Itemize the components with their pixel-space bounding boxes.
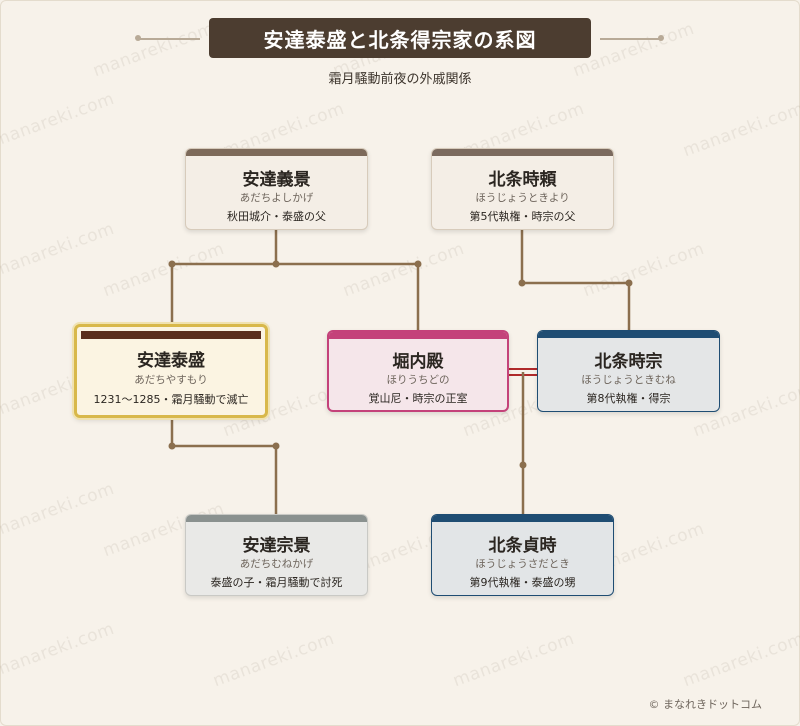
node-header-bar	[432, 149, 613, 156]
connector-dot	[625, 279, 633, 287]
node-hojo-tokiyori: 北条時頼 ほうじょうときより 第5代執権・時宗の父	[431, 148, 614, 230]
node-adachi-munekage: 安達宗景 あだちむねかげ 泰盛の子・霜月騒動で討死	[185, 514, 368, 596]
node-header-bar	[329, 332, 507, 339]
node-name: 北条貞時	[488, 536, 557, 556]
node-reading: ほりうちどの	[386, 374, 450, 386]
title-ornament-line	[140, 38, 200, 40]
title-ornament-dot	[658, 35, 664, 41]
node-adachi-yasumori: 安達泰盛 あだちやすもり 1231〜1285・霜月騒動で滅亡	[74, 324, 268, 418]
node-description: 第9代執権・泰盛の甥	[469, 576, 576, 589]
node-description: 泰盛の子・霜月騒動で討死	[210, 576, 343, 589]
copyright-footer: © まなれきドットコム	[648, 698, 763, 711]
node-description: 第8代執権・得宗	[586, 392, 671, 405]
node-hojo-tokimune: 北条時宗 ほうじょうときむね 第8代執権・得宗	[537, 330, 720, 412]
connector-dot	[414, 260, 422, 268]
node-reading: ほうじょうときむね	[581, 374, 676, 386]
connector-dot	[168, 260, 176, 268]
node-header-bar	[432, 515, 613, 522]
connector-dot	[519, 461, 527, 469]
node-header-bar	[538, 331, 719, 338]
node-header-bar	[186, 515, 367, 522]
node-reading: あだちむねかげ	[239, 558, 314, 570]
node-header-bar	[81, 331, 261, 339]
node-hojo-sadatoki: 北条貞時 ほうじょうさだとき 第9代執権・泰盛の甥	[431, 514, 614, 596]
node-reading: あだちやすもり	[134, 374, 208, 386]
node-header-bar	[186, 149, 367, 156]
node-name: 安達宗景	[242, 536, 311, 556]
node-description: 第5代執権・時宗の父	[469, 210, 576, 223]
node-name: 北条時頼	[488, 170, 557, 190]
node-description: 秋田城介・泰盛の父	[227, 210, 326, 223]
title-ornament-dot	[135, 35, 141, 41]
connector-dot	[168, 442, 176, 450]
page-title: 安達泰盛と北条得宗家の系図	[209, 18, 591, 58]
node-name: 安達泰盛	[137, 351, 205, 371]
connector-dot	[272, 260, 280, 268]
subtitle: 霜月騒動前夜の外戚関係	[328, 72, 472, 87]
connector-dot	[518, 279, 526, 287]
node-reading: あだちよしかげ	[239, 192, 314, 204]
node-name: 安達義景	[242, 170, 311, 190]
node-adachi-yoshikage: 安達義景 あだちよしかげ 秋田城介・泰盛の父	[185, 148, 368, 230]
node-reading: ほうじょうときより	[475, 192, 570, 204]
title-ornament-line	[600, 38, 660, 40]
node-name: 北条時宗	[594, 352, 663, 372]
node-horinouchi: 堀内殿 ほりうちどの 覚山尼・時宗の正室	[327, 330, 509, 412]
node-reading: ほうじょうさだとき	[475, 558, 570, 570]
title-bar: 安達泰盛と北条得宗家の系図	[0, 18, 800, 60]
node-description: 1231〜1285・霜月騒動で滅亡	[93, 393, 249, 406]
node-name: 堀内殿	[392, 352, 444, 372]
connector-dot	[272, 442, 280, 450]
node-description: 覚山尼・時宗の正室	[368, 392, 468, 405]
